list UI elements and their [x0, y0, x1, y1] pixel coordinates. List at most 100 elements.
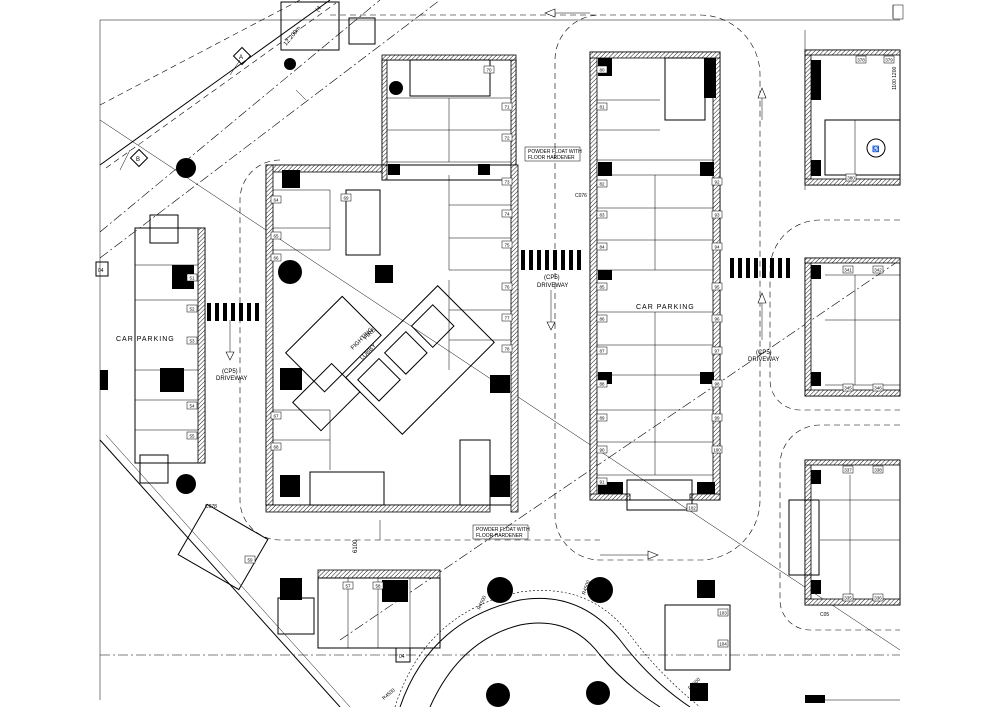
- grid-label-a: A: [239, 55, 243, 61]
- center-parking-block: [589, 51, 721, 511]
- bay-number: 345: [844, 386, 852, 391]
- car-parking-center-label: CAR PARKING: [636, 304, 695, 311]
- bay-tag-box: [501, 240, 513, 249]
- bay-tag-box: [501, 344, 513, 353]
- grid-bubbles: [95, 17, 411, 663]
- bay-tag-box: [596, 65, 608, 74]
- bay-number: 58: [375, 584, 381, 589]
- powder-float-top-1: POWDER FLOAT WITH: [528, 149, 582, 155]
- bay-number: 73: [504, 180, 510, 185]
- bay-tag-box: [711, 346, 723, 355]
- driveway-right-code: (CP5): [756, 350, 772, 356]
- bay-number: 337: [844, 468, 852, 473]
- bay-number: 89: [599, 416, 605, 421]
- powder-float-bottom-1: POWDER FLOAT WITH: [476, 527, 530, 533]
- bay-tag-box: [372, 581, 384, 590]
- code-c05: C05: [820, 612, 829, 618]
- bay-tag-box: [501, 177, 513, 186]
- bay-number: 75: [504, 243, 510, 248]
- bay-number: 96: [714, 317, 720, 322]
- zebra-crossings: [207, 250, 790, 321]
- bay-tag-box: [596, 314, 608, 323]
- bottom-right-block: [664, 580, 900, 703]
- bay-tag-box: [342, 581, 354, 590]
- bay-number: 103: [719, 611, 727, 616]
- car-parking-left-label: CAR PARKING: [116, 336, 175, 343]
- flow-arrows: [225, 8, 767, 560]
- bay-tag-box: [855, 55, 867, 64]
- bay-tag-box: [872, 465, 884, 474]
- bay-tag-box: [270, 195, 282, 204]
- bay-number: 65: [273, 234, 279, 239]
- bay-tag-box: [717, 639, 729, 648]
- bay-number: 68: [273, 445, 279, 450]
- bay-tag-box: [711, 413, 723, 422]
- bay-tag-box: [872, 265, 884, 274]
- dimension-6100: 6100: [353, 539, 359, 553]
- bay-tag-box: [842, 383, 854, 392]
- bay-number: 82: [599, 182, 605, 187]
- bay-tag-box: [711, 282, 723, 291]
- bay-number: 77: [504, 316, 510, 321]
- right-middle-block: [804, 257, 901, 397]
- dimension-1100-1200: 1100 1200: [892, 67, 898, 90]
- bay-number: 100: [713, 448, 721, 453]
- bay-tag-box: [501, 282, 513, 291]
- bay-number: 378: [857, 58, 865, 63]
- bay-tag-box: [186, 304, 198, 313]
- driveway-left-code: (CP5): [222, 369, 238, 375]
- bay-tag-box: [711, 177, 723, 186]
- section-marker-bottom: 04: [399, 654, 405, 660]
- bay-tag-box: [596, 282, 608, 291]
- bay-tag-box: [596, 445, 608, 454]
- bay-number: 336: [874, 596, 882, 601]
- bay-number: 95: [714, 285, 720, 290]
- driveway-center-label: DRIVEWAY: [537, 283, 568, 289]
- bay-tag-box: [711, 379, 723, 388]
- bay-number: 102: [688, 506, 696, 511]
- accessible-parking-symbol: ♿: [872, 145, 880, 153]
- bay-number: 59: [247, 558, 253, 563]
- bay-number: 346: [874, 386, 882, 391]
- bay-tag-box: [872, 593, 884, 602]
- bay-tag-box: [186, 336, 198, 345]
- bay-number: 70: [486, 68, 492, 73]
- bay-tag-box: [270, 442, 282, 451]
- bay-number: 91: [599, 480, 605, 485]
- bay-number: 104: [719, 642, 727, 647]
- bay-number: 93: [714, 213, 720, 218]
- fire-fighting-label-3: LOBBY: [359, 343, 377, 361]
- bay-number: 380: [847, 176, 855, 181]
- powder-float-bottom-box: [472, 524, 529, 540]
- bay-tag-box: [501, 313, 513, 322]
- bay-number: 76: [504, 285, 510, 290]
- code-c078: C078: [205, 504, 217, 510]
- right-lower-block: [788, 459, 901, 606]
- bay-tag-box: [270, 253, 282, 262]
- section-marker-left: 04: [98, 268, 104, 274]
- bay-tag-box: [842, 465, 854, 474]
- bay-number: 71: [504, 105, 510, 110]
- bay-number: 57: [345, 584, 351, 589]
- bay-tag-box: [186, 273, 198, 282]
- bay-number: 86: [599, 317, 605, 322]
- bay-tag-box: [244, 555, 256, 564]
- radius-label-3: R4500: [381, 687, 396, 701]
- lift-core: [284, 285, 495, 435]
- bay-number: 342: [874, 268, 882, 273]
- bay-tag-box: [596, 179, 608, 188]
- boundary-dimension-paren: (4: [315, 5, 323, 13]
- bay-tag-box: [872, 383, 884, 392]
- bay-number: 87: [599, 349, 605, 354]
- radius-label-1: R4500: [476, 595, 488, 611]
- bay-tag-box: [596, 413, 608, 422]
- bay-number: 379: [885, 58, 893, 63]
- bay-tag-box: [596, 477, 608, 486]
- bay-tag-box: [711, 210, 723, 219]
- bay-tag-box: [596, 102, 608, 111]
- bay-number: 53: [189, 339, 195, 344]
- bay-number: 74: [504, 212, 510, 217]
- bay-tag-box: [596, 242, 608, 251]
- top-core-block: [381, 54, 517, 181]
